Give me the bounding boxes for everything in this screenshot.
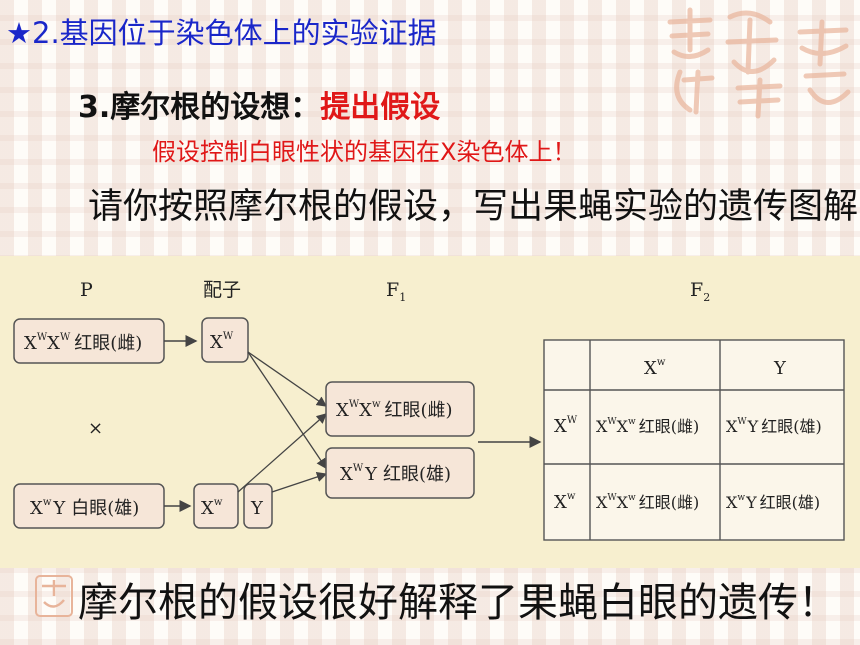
gamete-male-x: Xw bbox=[201, 497, 223, 519]
f1-female-box bbox=[325, 381, 475, 437]
f1-male-box bbox=[325, 447, 475, 499]
f2-punnett-table bbox=[543, 339, 845, 541]
gamete-female-box bbox=[201, 317, 249, 363]
instruction-text: 请你按照摩尔根的假设，写出果蝇实验的遗传图解！ bbox=[88, 187, 860, 227]
subheading-prefix: 3.摩尔根的设想： bbox=[78, 90, 321, 125]
label-p: P bbox=[80, 279, 93, 301]
gamete-female: XW bbox=[210, 331, 234, 353]
f2-col-header-y: Y bbox=[773, 358, 787, 379]
f2-row-header-1: XW bbox=[554, 415, 578, 437]
gamete-male-y-box bbox=[243, 483, 273, 529]
f2-col-header-xw: Xw bbox=[644, 357, 666, 379]
subheading-highlight: 提出假设 bbox=[320, 90, 441, 125]
label-f1: F1 bbox=[386, 279, 406, 304]
seal-watermark bbox=[650, 2, 858, 120]
label-f2: F2 bbox=[690, 279, 710, 304]
hypothesis-text: 假设控制白眼性状的基因在X染色体上！ bbox=[152, 138, 577, 166]
f2-row-header-2: Xw bbox=[554, 491, 576, 513]
subheading: 3.摩尔根的设想：提出假设 bbox=[78, 82, 440, 126]
cross-symbol: × bbox=[88, 418, 103, 439]
gamete-male-x-box bbox=[193, 483, 239, 529]
conclusion-text: 摩尔根的假设很好解释了果蝇白眼的遗传！ bbox=[78, 580, 838, 626]
section-heading: ★2.基因位于染色体上的实验证据 bbox=[6, 16, 437, 50]
seal-stamp-small bbox=[34, 574, 74, 618]
gamete-male-y: Y bbox=[250, 498, 264, 519]
label-gamete: 配子 bbox=[203, 279, 241, 301]
